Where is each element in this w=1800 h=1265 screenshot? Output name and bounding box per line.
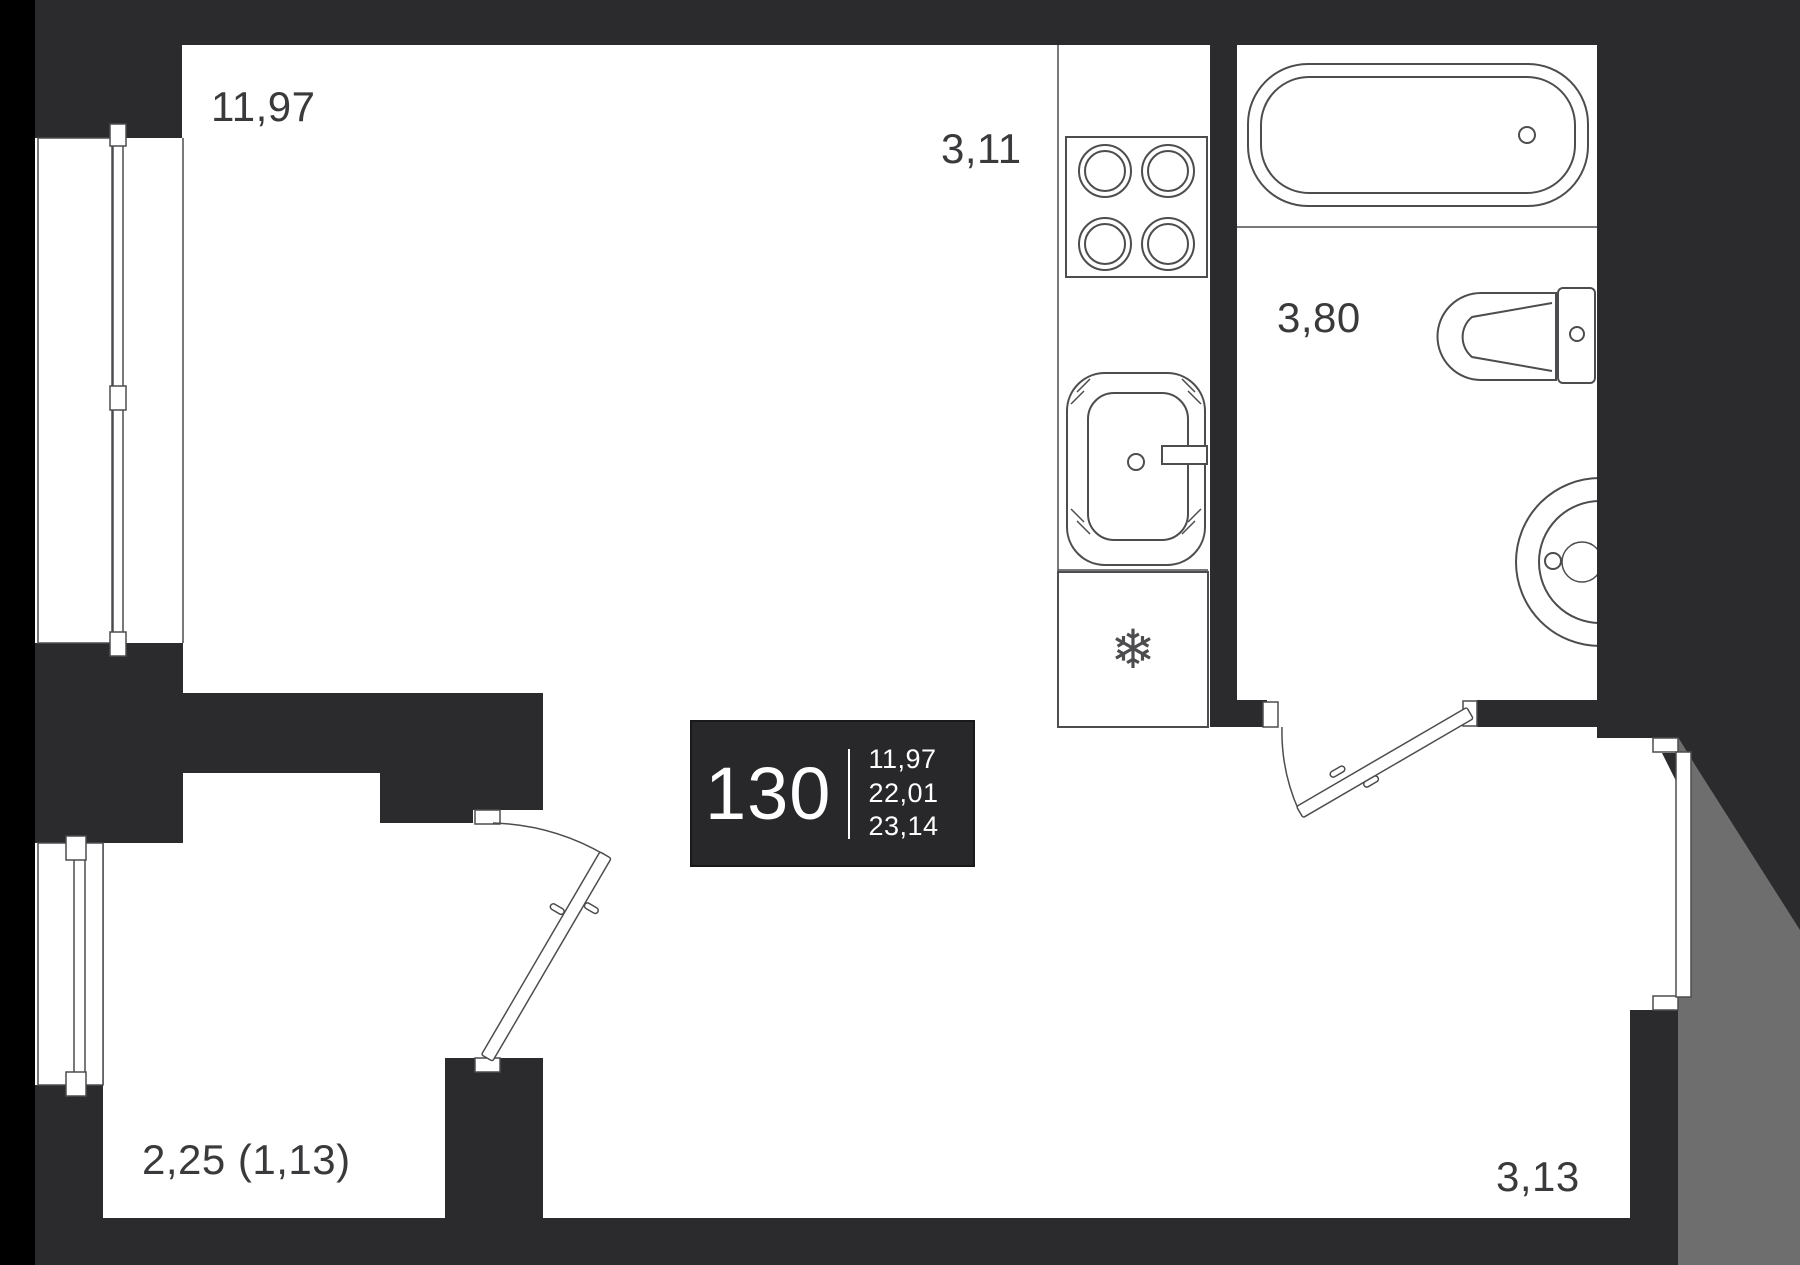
toilet xyxy=(1436,287,1596,384)
room-label-bathroom: 3,80 xyxy=(1277,294,1361,341)
window-living xyxy=(37,123,127,657)
room-label-hallway: 3,13 xyxy=(1496,1153,1580,1200)
unit-living-area: 11,97 xyxy=(868,744,937,775)
entrance-door-jamb-top xyxy=(1652,737,1679,753)
entrance-door-jamb-bottom xyxy=(1652,995,1679,1011)
unit-overall-area: 23,14 xyxy=(868,811,939,842)
entrance-door xyxy=(1675,751,1692,998)
kitchen-sink xyxy=(1066,372,1208,566)
unit-info-divider xyxy=(848,748,851,839)
balcony-door-jamb-bottom xyxy=(474,1057,501,1073)
walls xyxy=(35,0,1800,1265)
refrigerator: ❄ xyxy=(1057,571,1209,728)
room-label-kitchen: 3,11 xyxy=(941,125,1022,172)
unit-info-box: 130 11,97 22,01 23,14 xyxy=(690,720,975,867)
balcony-door xyxy=(481,822,612,1062)
left-edge-strip xyxy=(0,0,35,1265)
balcony-door-jamb-top xyxy=(474,809,501,825)
bathroom-door xyxy=(1281,707,1474,818)
refrigerator-icon: ❄ xyxy=(1110,618,1155,681)
bathtub xyxy=(1247,63,1589,207)
stove xyxy=(1065,136,1208,278)
bathroom-door-jamb-left xyxy=(1262,701,1279,728)
unit-number: 130 xyxy=(705,751,832,835)
room-label-balcony: 2,25 (1,13) xyxy=(142,1136,351,1183)
unit-areas: 11,97 22,01 23,14 xyxy=(868,743,938,844)
window-balcony xyxy=(37,835,104,1097)
room-label-living: 11,97 xyxy=(211,83,316,130)
unit-total-area: 22,01 xyxy=(868,777,939,808)
